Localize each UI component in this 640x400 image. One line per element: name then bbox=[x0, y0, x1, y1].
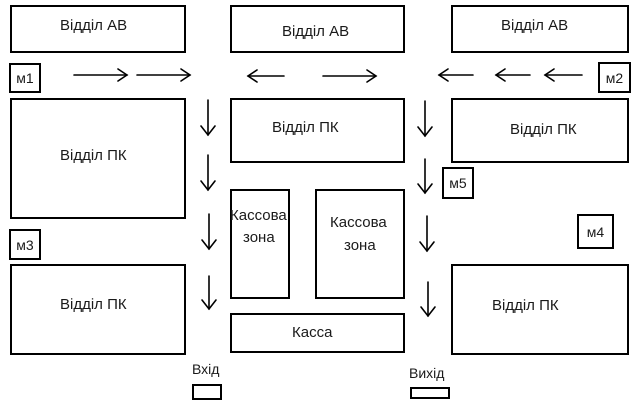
marker-m1: м1 bbox=[9, 63, 41, 93]
department-pk-center-top: Відділ ПК bbox=[230, 98, 405, 163]
arrow-down-icon bbox=[417, 158, 433, 195]
marker-label: м2 bbox=[605, 69, 624, 86]
checkout-zone-label: Кассова bbox=[330, 214, 387, 231]
marker-label: м1 bbox=[16, 70, 34, 86]
arrow-down-icon bbox=[417, 100, 433, 138]
checkout-zone-label: зона bbox=[344, 237, 376, 254]
arrow-right-icon bbox=[136, 68, 192, 82]
arrow-right-icon bbox=[322, 69, 378, 83]
department-label: Відділ АВ bbox=[282, 23, 350, 40]
exit-door bbox=[410, 387, 450, 399]
department-av-center: Відділ АВ bbox=[230, 5, 405, 53]
arrow-down-icon bbox=[419, 215, 435, 253]
department-av-right: Відділ АВ bbox=[451, 5, 629, 53]
marker-m3: м3 bbox=[9, 229, 41, 260]
arrow-right-icon bbox=[73, 68, 129, 82]
marker-label: м4 bbox=[586, 223, 605, 240]
arrow-down-icon bbox=[201, 275, 217, 311]
arrow-down-icon bbox=[200, 154, 216, 192]
marker-m4: м4 bbox=[577, 214, 614, 249]
department-pk-left-top: Відділ ПК bbox=[10, 98, 186, 219]
department-label: Відділ АВ bbox=[501, 17, 569, 34]
department-label: Відділ ПК bbox=[272, 119, 339, 136]
department-pk-left-bottom: Відділ ПК bbox=[10, 264, 186, 355]
entrance-door bbox=[192, 384, 222, 400]
department-pk-right-bottom: Відділ ПК bbox=[451, 264, 629, 355]
arrow-down-icon bbox=[201, 213, 217, 251]
arrow-left-icon bbox=[494, 68, 531, 82]
department-label: Відділ ПК bbox=[492, 297, 559, 314]
entrance-label: Вхід bbox=[192, 361, 220, 377]
arrow-down-icon bbox=[200, 99, 216, 137]
checkout-zone-2: Кассова зона bbox=[315, 189, 405, 299]
marker-m5: м5 bbox=[442, 167, 474, 199]
department-label: Відділ ПК bbox=[60, 296, 127, 313]
department-av-left: Відділ АВ bbox=[10, 5, 186, 53]
marker-label: м3 bbox=[16, 236, 34, 253]
department-label: Відділ ПК bbox=[60, 147, 127, 164]
cashier-label: Касса bbox=[292, 324, 333, 341]
arrow-left-icon bbox=[543, 68, 583, 82]
cashier-desk: Касса bbox=[230, 313, 405, 353]
checkout-zone-1: Кассова зона bbox=[230, 189, 290, 299]
arrow-left-icon bbox=[246, 69, 285, 83]
department-pk-right-top: Відділ ПК bbox=[451, 98, 629, 163]
exit-label: Вихід bbox=[409, 365, 445, 381]
checkout-zone-label: Кассова bbox=[230, 207, 287, 224]
checkout-zone-label: зона bbox=[243, 229, 275, 246]
arrow-left-icon bbox=[437, 68, 474, 82]
marker-m2: м2 bbox=[598, 62, 631, 93]
department-label: Відділ ПК bbox=[510, 121, 577, 138]
arrow-down-icon bbox=[420, 281, 436, 318]
marker-label: м5 bbox=[449, 175, 467, 191]
department-label: Відділ АВ bbox=[60, 17, 128, 34]
